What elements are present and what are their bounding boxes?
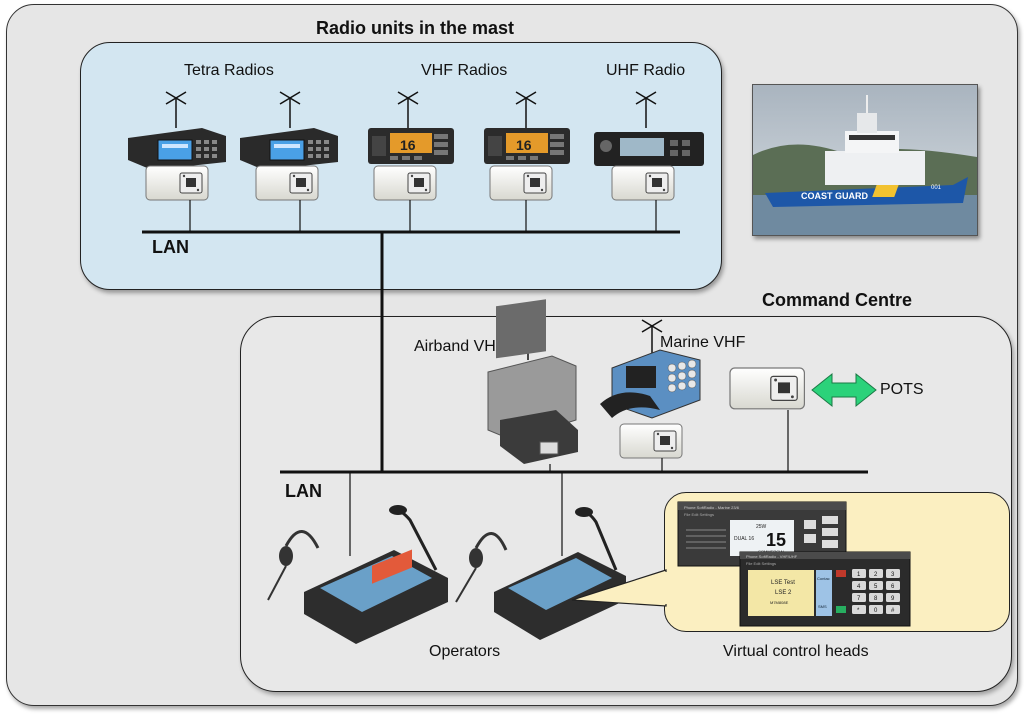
keypad-key[interactable]: [886, 593, 900, 602]
keypad-key-label: 2: [874, 572, 878, 578]
virtual-keypad-window: Phone SoftRadio - VHF/UHF File Edit Sett…: [739, 551, 911, 627]
operator-console-1: [267, 505, 448, 644]
pots-label: POTS: [880, 381, 924, 398]
command-centre-title: Command Centre: [762, 290, 913, 310]
side-button-2: SMS: [818, 604, 827, 609]
keypad-key-label: #: [891, 608, 895, 614]
win1-title: Phone SoftRadio - Marine 23/6: [684, 505, 740, 510]
vhf-channel-display: 16: [400, 137, 416, 153]
keypad-key[interactable]: [852, 593, 866, 602]
keypad-key[interactable]: [886, 605, 900, 614]
channel-readout: 15: [766, 530, 786, 550]
mast-title: Radio units in the mast: [316, 18, 515, 38]
keypad-key[interactable]: [869, 593, 883, 602]
lse-line-2: LSE 2: [775, 590, 792, 596]
keypad: 1 2 3 4 5 6 7 8 9 * 0 #: [852, 569, 900, 614]
keypad-key[interactable]: [886, 569, 900, 578]
cc-lan-label: LAN: [285, 481, 322, 501]
keypad-key[interactable]: [852, 569, 866, 578]
keypad-key-label: 7: [857, 596, 861, 602]
lse-line-3: M7M808E: [770, 600, 789, 605]
uhf-radio-label: UHF Radio: [606, 62, 686, 79]
airband-vhf-radio: [487, 299, 578, 472]
keypad-key-label: 0: [874, 608, 878, 614]
ship-number: 001: [931, 185, 942, 191]
keypad-key-label: 1: [857, 572, 861, 578]
lse-line-1: LSE Test: [771, 580, 795, 586]
keypad-key[interactable]: [869, 581, 883, 590]
win2-menu: File Edit Settings: [746, 561, 776, 566]
vhf-radio-1: 16: [368, 91, 454, 232]
keypad-key-label: 3: [891, 572, 895, 578]
double-arrow-icon: [811, 372, 877, 408]
operator-console-2: [455, 507, 626, 640]
vhf-radio-2: 16: [484, 91, 570, 232]
airband-vhf-label: Airband VHF: [414, 338, 506, 355]
win2-title: Phone SoftRadio - VHF/UHF: [746, 554, 798, 559]
uhf-radio: [594, 91, 704, 232]
operators-label: Operators: [429, 643, 501, 660]
keypad-key[interactable]: [869, 605, 883, 614]
ship-hull-text: COAST GUARD: [801, 191, 868, 201]
keypad-key[interactable]: [869, 569, 883, 578]
coast-guard-ship-photo: COAST GUARD 001: [752, 84, 978, 236]
keypad-key-label: 6: [891, 584, 895, 590]
keypad-key-label: 8: [874, 596, 878, 602]
keypad-key-label: 4: [857, 584, 861, 590]
power-readout: 25W: [756, 524, 767, 530]
marine-vhf-radio: [600, 319, 701, 472]
tetra-radios-label: Tetra Radios: [184, 62, 274, 79]
keypad-key[interactable]: [886, 581, 900, 590]
tetra-radio-1: [127, 91, 227, 232]
dual-readout: DUAL 16: [734, 536, 754, 542]
pots-interface: [729, 367, 806, 472]
win1-menu: File Edit Settings: [684, 512, 714, 517]
marine-vhf-label: Marine VHF: [660, 334, 746, 351]
virtual-control-heads-label: Virtual control heads: [723, 643, 869, 660]
vhf-radios-label: VHF Radios: [421, 62, 508, 79]
tetra-radio-2: [239, 91, 339, 232]
keypad-key-label: 9: [891, 596, 895, 602]
keypad-key[interactable]: [852, 581, 866, 590]
vhf-channel-display: 16: [516, 137, 532, 153]
keypad-key-label: *: [857, 608, 860, 614]
keypad-key[interactable]: [852, 605, 866, 614]
keypad-key-label: 5: [874, 584, 878, 590]
side-button-1: Contac: [817, 576, 830, 581]
mast-lan-label: LAN: [152, 237, 189, 257]
